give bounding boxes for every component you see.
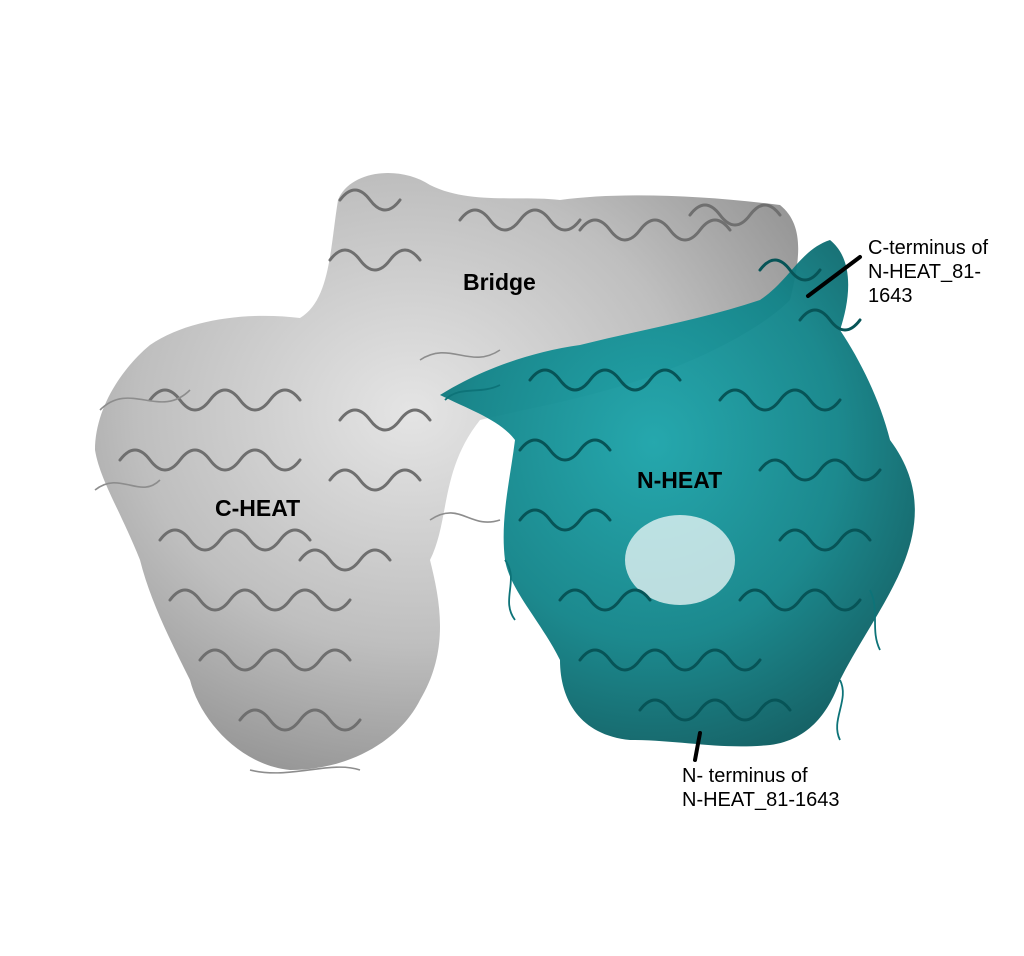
c-terminus-pointer xyxy=(806,255,862,298)
n-heat-domain-ribbon xyxy=(440,240,915,747)
c-heat-domain-ribbon xyxy=(94,173,799,774)
n-terminus-pointer xyxy=(693,731,702,762)
c-heat-label: C-HEAT xyxy=(215,495,301,521)
bridge-label: Bridge xyxy=(463,269,536,295)
n-heat-label: N-HEAT xyxy=(637,467,723,493)
c-terminus-annotation: C-terminus of N-HEAT_81- 1643 xyxy=(868,237,989,307)
n-terminus-annotation: N- terminus of N-HEAT_81-1643 xyxy=(682,765,840,811)
